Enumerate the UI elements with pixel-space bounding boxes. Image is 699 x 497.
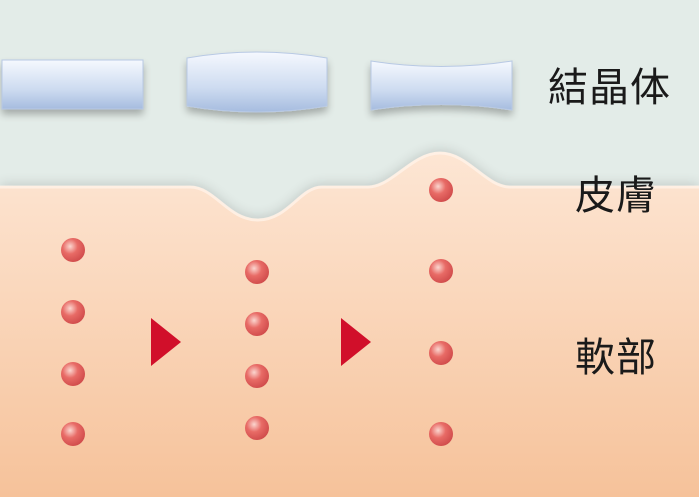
arrow-right-icon [151,318,181,366]
dot-column-2 [245,260,269,440]
tissue-dot [245,364,269,388]
tissue-dot [61,300,85,324]
tissue-dot [429,422,453,446]
tissue-dot [61,362,85,386]
tissue-dot [429,259,453,283]
tissue-dot [245,260,269,284]
label-soft-tissue: 軟部 [575,335,657,381]
tissue-dot [429,178,453,202]
crystal-flat [1,59,144,110]
skin-surface-highlight [0,151,699,222]
dot-column-1 [61,238,85,446]
arrow-right-icon [341,318,371,366]
tissue-dot [61,422,85,446]
tissue-dot [245,416,269,440]
tissue-dot [245,312,269,336]
tissue-dot [429,341,453,365]
label-skin: 皮膚 [575,173,657,219]
crystal-convex [186,51,328,113]
crystal-concave [370,60,513,111]
tissue-dot [61,238,85,262]
dot-column-3 [429,178,453,446]
label-crystal: 結晶体 [548,65,671,111]
skin-surface [0,152,699,497]
